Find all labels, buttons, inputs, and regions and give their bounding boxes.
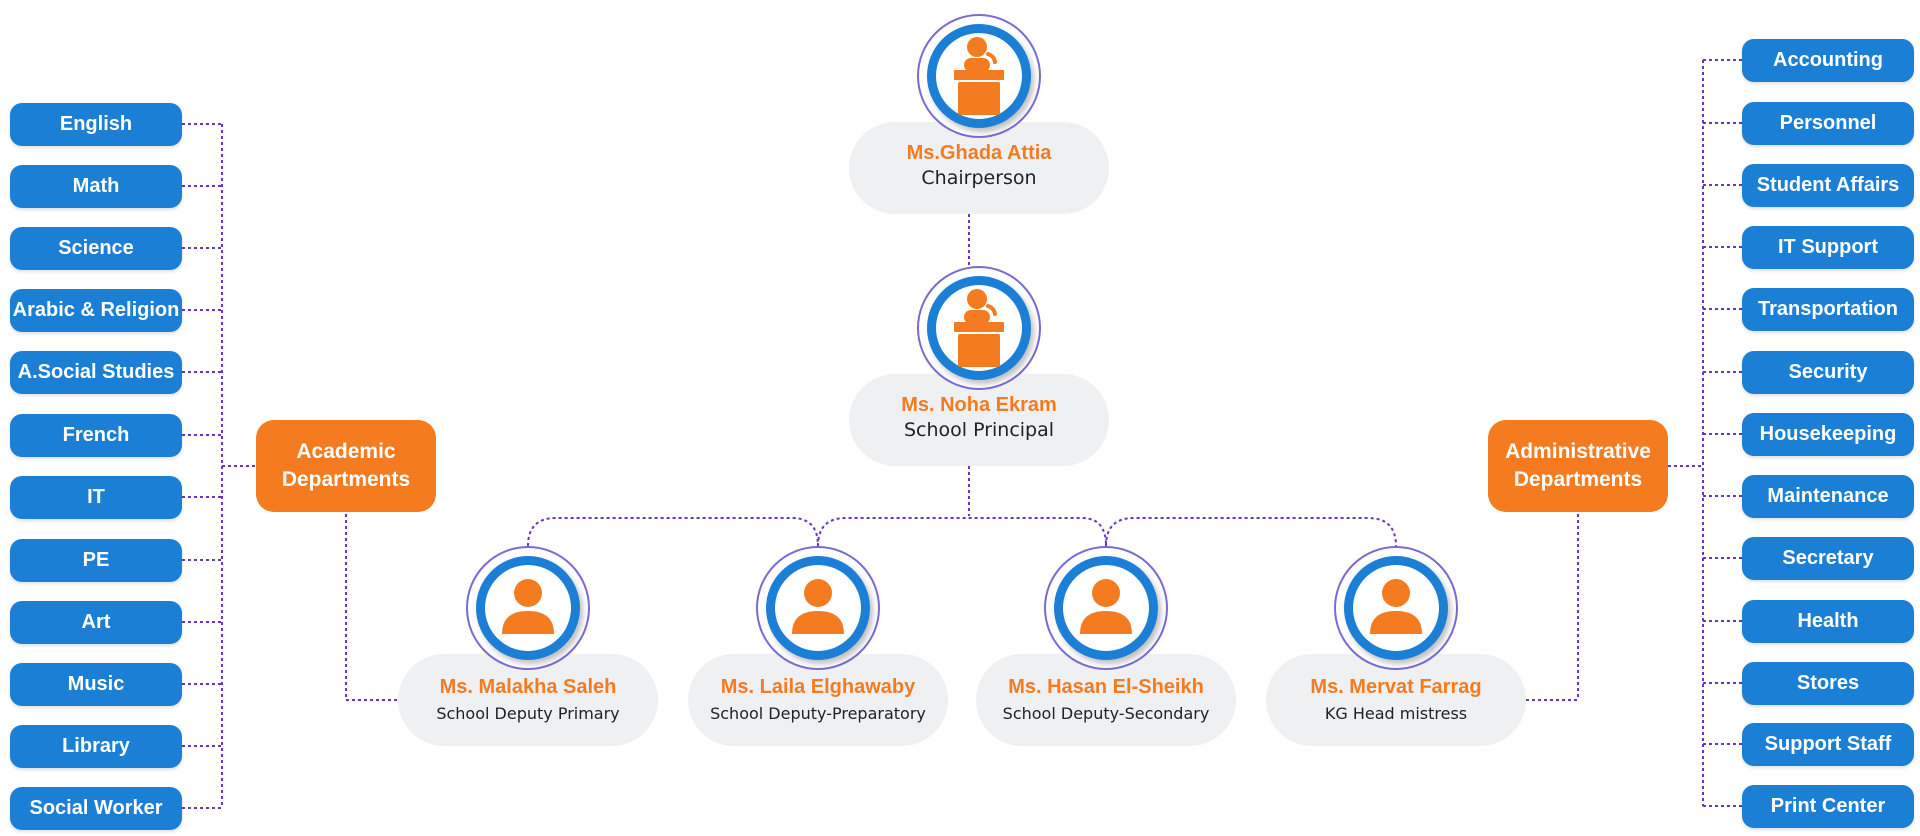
deputy-role: School Deputy-Secondary: [1002, 704, 1210, 723]
dept-item-it-support[interactable]: IT Support: [1742, 226, 1914, 269]
principal-name: Ms. Noha Ekram: [901, 394, 1057, 416]
administrative-departments-label-line1: Administrative: [1505, 440, 1651, 463]
deputy-node-preparatory[interactable]: Ms. Laila Elghawaby School Deputy-Prepar…: [688, 546, 948, 746]
principal-avatar: [917, 266, 1041, 390]
deputy-role: School Deputy Primary: [436, 704, 620, 723]
dept-item-social-worker[interactable]: Social Worker: [10, 787, 182, 830]
dept-item-personnel[interactable]: Personnel: [1742, 102, 1914, 145]
dept-item-science[interactable]: Science: [10, 227, 182, 270]
dept-item-print-center[interactable]: Print Center: [1742, 785, 1914, 828]
academic-departments-box[interactable]: Academic Departments: [256, 420, 436, 512]
deputy-role: School Deputy-Preparatory: [710, 704, 926, 723]
dept-item-transportation[interactable]: Transportation: [1742, 288, 1914, 331]
dept-item-accounting[interactable]: Accounting: [1742, 39, 1914, 82]
administrative-departments-box[interactable]: Administrative Departments: [1488, 420, 1668, 512]
deputy-avatar: [1334, 546, 1458, 670]
dept-item-social-studies[interactable]: A.Social Studies: [10, 351, 182, 394]
deputy-avatar: [466, 546, 590, 670]
administrative-departments-label-line2: Departments: [1513, 468, 1643, 491]
dept-item-it[interactable]: IT: [10, 476, 182, 519]
academic-departments-label-line1: Academic: [296, 440, 396, 463]
chairperson-name: Ms.Ghada Attia: [906, 142, 1052, 164]
user-icon: [792, 579, 844, 634]
deputy-avatar: [756, 546, 880, 670]
chairperson-node[interactable]: Ms.Ghada Attia Chairperson: [849, 14, 1109, 214]
deputy-node-kg[interactable]: Ms. Mervat Farrag KG Head mistress: [1266, 546, 1526, 746]
dept-item-housekeeping[interactable]: Housekeeping: [1742, 413, 1914, 456]
dept-item-library[interactable]: Library: [10, 725, 182, 768]
user-icon: [1080, 579, 1132, 634]
deputy-name: Ms. Malakha Saleh: [439, 676, 617, 698]
deputy-avatar: [1044, 546, 1168, 670]
dept-item-support-staff[interactable]: Support Staff: [1742, 723, 1914, 766]
dept-item-art[interactable]: Art: [10, 601, 182, 644]
dept-item-pe[interactable]: PE: [10, 539, 182, 582]
dept-item-french[interactable]: French: [10, 414, 182, 457]
user-icon: [502, 579, 554, 634]
user-icon: [1370, 579, 1422, 634]
dept-item-music[interactable]: Music: [10, 663, 182, 706]
chairperson-avatar: [917, 14, 1041, 138]
dept-item-maintenance[interactable]: Maintenance: [1742, 475, 1914, 518]
dept-item-arabic-religion[interactable]: Arabic & Religion: [10, 289, 182, 332]
dept-item-security[interactable]: Security: [1742, 351, 1914, 394]
deputy-name: Ms. Hasan El-Sheikh: [1008, 676, 1204, 698]
deputy-node-primary[interactable]: Ms. Malakha Saleh School Deputy Primary: [398, 546, 658, 746]
dept-item-health[interactable]: Health: [1742, 600, 1914, 643]
principal-role: School Principal: [903, 419, 1055, 441]
deputy-node-secondary[interactable]: Ms. Hasan El-Sheikh School Deputy-Second…: [976, 546, 1236, 746]
deputy-role: KG Head mistress: [1324, 704, 1468, 723]
dept-item-student-affairs[interactable]: Student Affairs: [1742, 164, 1914, 207]
podium-icon: [954, 37, 1004, 115]
dept-item-math[interactable]: Math: [10, 165, 182, 208]
dept-item-stores[interactable]: Stores: [1742, 662, 1914, 705]
chairperson-role: Chairperson: [921, 167, 1037, 189]
deputy-name: Ms. Mervat Farrag: [1310, 676, 1482, 698]
academic-departments-label-line2: Departments: [281, 468, 411, 491]
dept-item-secretary[interactable]: Secretary: [1742, 537, 1914, 580]
principal-node[interactable]: Ms. Noha Ekram School Principal: [849, 266, 1109, 466]
dept-item-english[interactable]: English: [10, 103, 182, 146]
podium-icon: [954, 289, 1004, 367]
deputy-name: Ms. Laila Elghawaby: [720, 676, 916, 698]
